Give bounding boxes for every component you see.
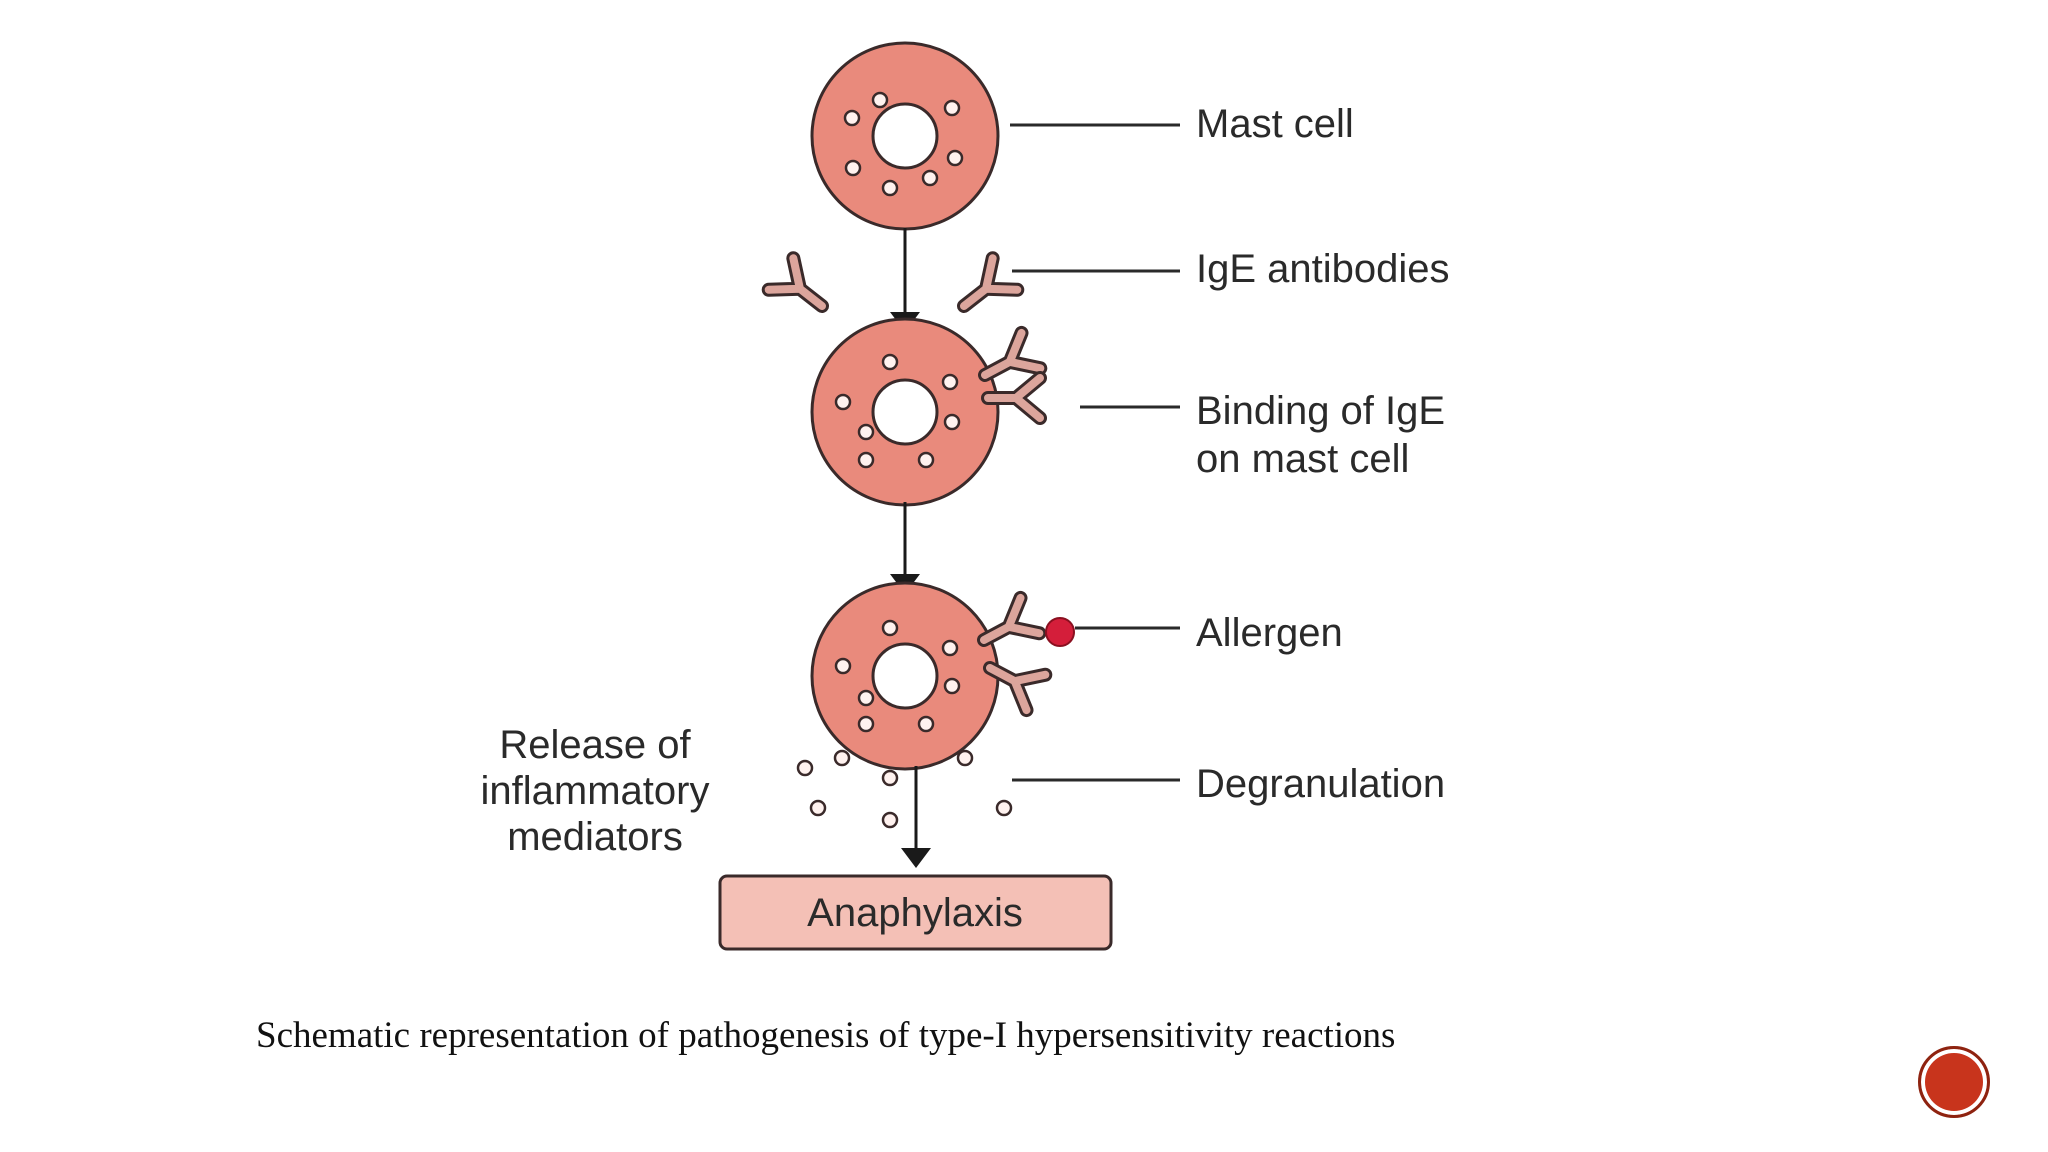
release-label-line2: inflammatory: [481, 769, 710, 813]
mast-cell-icon: [810, 41, 1000, 231]
mast-cell-with-ige-icon: [810, 317, 1040, 507]
arrow-down-icon: [890, 228, 920, 332]
ige-antibody-icon: [952, 258, 1018, 322]
binding-label-line1: Binding of IgE: [1196, 389, 1445, 433]
anaphylaxis-label: Anaphylaxis: [807, 891, 1023, 935]
figure-caption: Schematic representation of pathogenesis…: [256, 1015, 1396, 1056]
mast-cell-label: Mast cell: [1196, 102, 1354, 146]
ige-antibody-icon: [769, 258, 835, 322]
release-label-line1: Release of: [499, 723, 691, 767]
slide-badge-icon: [1918, 1046, 1990, 1118]
allergen-icon: [1045, 617, 1075, 647]
mast-cell-with-allergen-icon: [810, 581, 1045, 771]
anaphylaxis-box: [718, 874, 1113, 951]
ige-antibodies-label: IgE antibodies: [1196, 247, 1450, 291]
arrow-down-icon: [890, 502, 920, 594]
release-label-line3: mediators: [507, 815, 683, 859]
allergen-label: Allergen: [1196, 611, 1343, 655]
arrow-down-icon: [901, 766, 931, 868]
binding-label-line2: on mast cell: [1196, 437, 1409, 481]
degranulation-label: Degranulation: [1196, 762, 1445, 806]
